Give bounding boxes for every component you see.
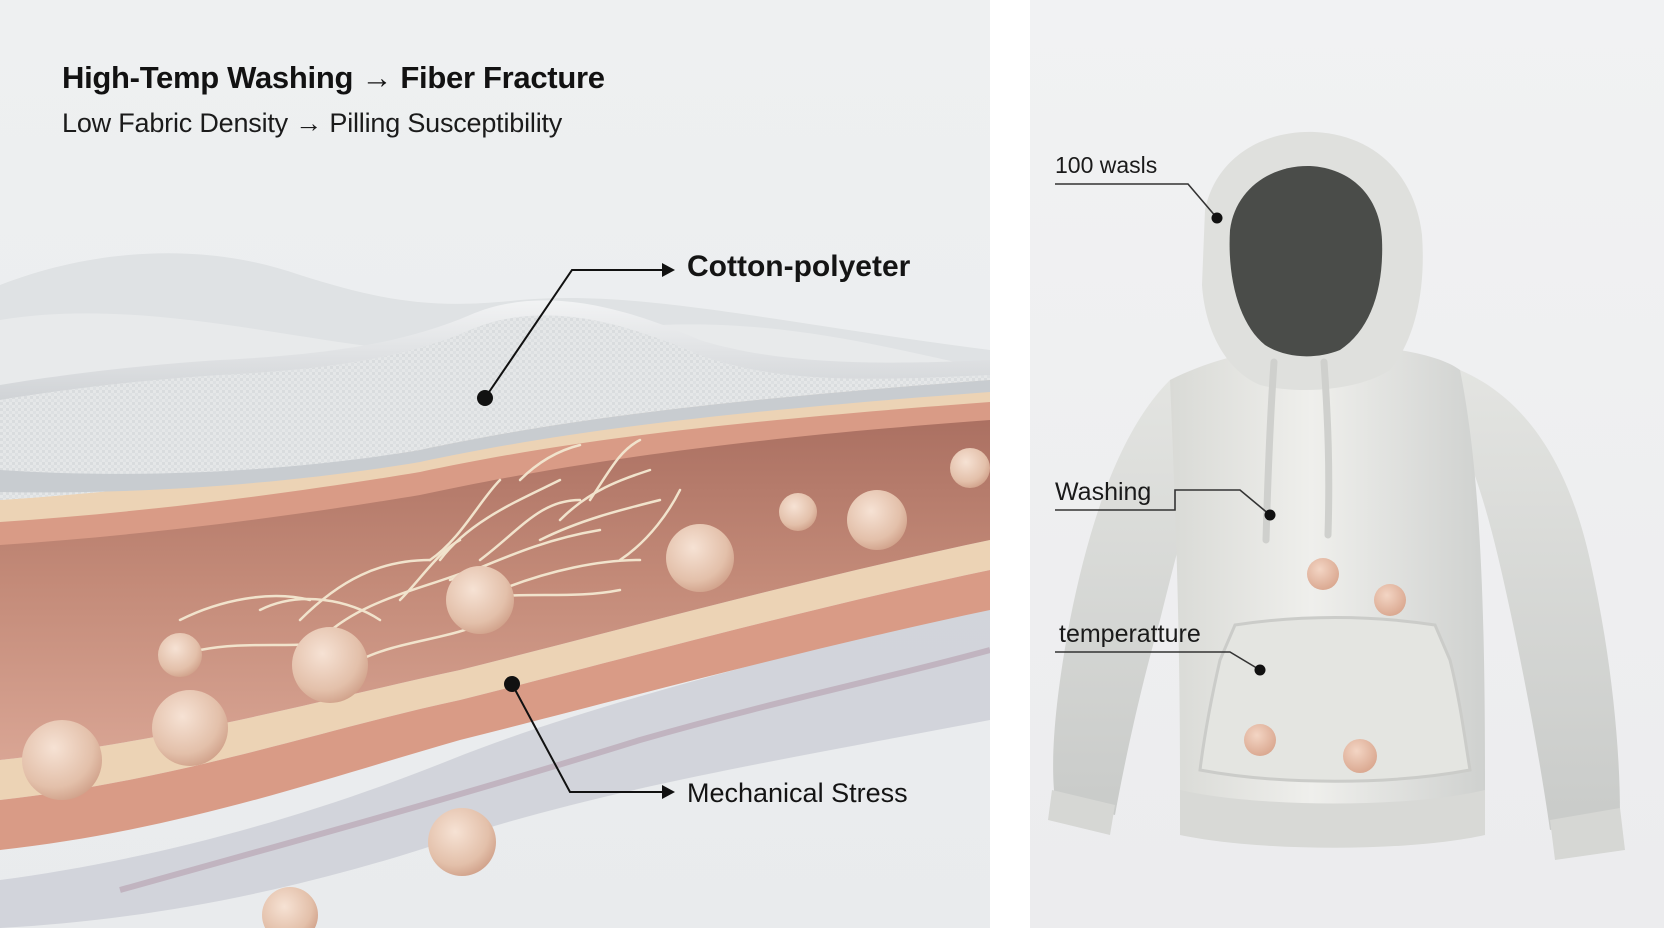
cotton-polyester-label: Cotton-polyeter	[687, 250, 911, 283]
pill	[158, 633, 202, 677]
right-cuff	[1550, 808, 1625, 860]
bottom-layer	[0, 600, 990, 928]
fabric-cross-section-panel: High-Temp Washing → Fiber Fracture Low F…	[0, 0, 990, 928]
lower-pink-layer	[0, 570, 990, 850]
hoodie-panel: 100 wasls Washing temperatture	[1030, 0, 1664, 928]
arrow-icon	[662, 263, 675, 277]
diagram-title: High-Temp Washing → Fiber Fracture	[62, 60, 605, 95]
pill	[1343, 739, 1377, 773]
upper-pink-layer	[0, 400, 990, 545]
fabric-fold-highlight	[0, 300, 990, 400]
washes-leader	[1055, 183, 1218, 219]
fabric-illustration	[0, 253, 990, 928]
pill	[779, 493, 817, 531]
pill	[428, 808, 496, 876]
pill	[1244, 724, 1276, 756]
callout-leaders	[484, 269, 662, 793]
pill	[292, 627, 368, 703]
drawstring-right	[1320, 358, 1333, 539]
cotton-leader	[484, 269, 662, 399]
waistband	[1180, 790, 1485, 848]
diagram-subtitle: Low Fabric Density → Pilling Susceptibil…	[62, 108, 563, 138]
left-sleeve	[1053, 380, 1205, 815]
right-sleeve	[1460, 370, 1620, 830]
washes-label: 100 wasls	[1055, 152, 1158, 178]
stress-leader	[511, 683, 662, 793]
pill	[446, 566, 514, 634]
pill	[152, 690, 228, 766]
callout-dot	[1264, 509, 1276, 521]
upper-cream-layer	[0, 380, 990, 522]
pill	[1374, 584, 1406, 616]
mechanical-stress-label: Mechanical Stress	[687, 778, 908, 808]
pill	[22, 720, 102, 800]
left-cuff	[1048, 790, 1115, 835]
washing-label: Washing	[1055, 478, 1152, 506]
callout-dot	[477, 390, 493, 406]
callout-dot	[1211, 212, 1223, 224]
lower-cream-layer	[0, 540, 990, 800]
fabric-edge	[0, 380, 990, 493]
hoodie-illustration	[1048, 131, 1625, 860]
pill	[666, 524, 734, 592]
callout-dot	[504, 676, 520, 692]
pill	[262, 887, 318, 928]
bottom-ripple	[119, 647, 990, 893]
temperature-label: temperatture	[1059, 620, 1201, 648]
kangaroo-pocket	[1198, 616, 1472, 783]
washing-leader	[1055, 489, 1271, 516]
pill	[847, 490, 907, 550]
hood-opening	[1229, 165, 1383, 357]
pill	[950, 448, 990, 488]
pill	[1307, 558, 1339, 590]
fabric-surface	[0, 315, 990, 500]
callout-dot	[1254, 664, 1266, 676]
arrow-icon	[662, 785, 675, 799]
temperature-leader	[1055, 651, 1261, 671]
hoodie-callout-leaders	[1055, 183, 1271, 671]
pills	[22, 448, 990, 928]
